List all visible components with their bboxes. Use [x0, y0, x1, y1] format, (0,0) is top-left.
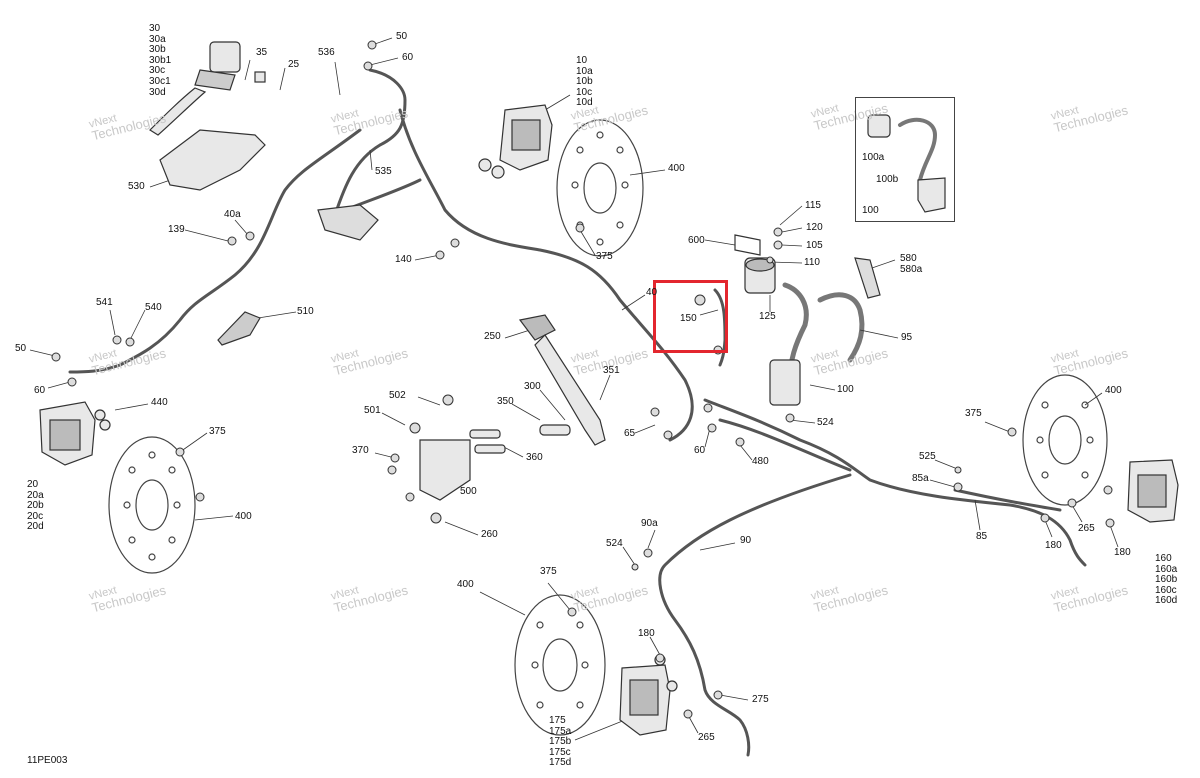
part-label-115: 115 — [805, 200, 821, 211]
part-label-375: 375 — [209, 426, 226, 437]
part-label-600: 600 — [688, 235, 705, 246]
part-label-100: 100 — [837, 384, 854, 395]
part-label-400: 400 — [235, 511, 252, 522]
bracket-510 — [217, 311, 261, 346]
footrest-500 — [419, 424, 571, 501]
part-label-480: 480 — [752, 456, 769, 467]
part-label-60: 60 — [34, 385, 46, 396]
part-label-501: 501 — [364, 405, 381, 416]
front-master-cylinder — [149, 41, 266, 136]
part-label-375: 375 — [965, 408, 982, 419]
part-label-180: 180 — [1045, 540, 1062, 551]
part-label-400: 400 — [1105, 385, 1122, 396]
part-label-541: 541 — [96, 297, 113, 308]
caliper-rear-left — [619, 654, 678, 736]
brake-disc-rear-left — [514, 594, 606, 736]
part-label-10: 10 10a 10b 10c 10d — [576, 55, 593, 109]
part-label-100a: 100a — [862, 152, 885, 163]
bracket-535 — [317, 204, 379, 241]
part-label-100b: 100b — [876, 174, 899, 185]
part-label-85: 85 — [976, 531, 988, 542]
part-label-120: 120 — [806, 222, 823, 233]
brake-disc-rear-right — [1022, 374, 1108, 506]
part-label-524: 524 — [606, 538, 623, 549]
part-label-30: 30 30a 30b 30b1 30c 30c1 30d — [149, 23, 172, 98]
part-label-90a: 90a — [641, 518, 658, 529]
part-label-90: 90 — [740, 535, 752, 546]
part-label-95: 95 — [901, 332, 913, 343]
part-label-110: 110 — [804, 257, 820, 268]
part-label-535: 535 — [375, 166, 392, 177]
part-label-440: 440 — [151, 397, 168, 408]
part-label-375: 375 — [540, 566, 557, 577]
brake-disc-front-right — [556, 119, 644, 257]
part-label-35: 35 — [256, 47, 268, 58]
part-label-139: 139 — [168, 224, 185, 235]
part-label-150: 150 — [680, 313, 697, 324]
part-label-536: 536 — [318, 47, 335, 58]
part-label-525: 525 — [919, 451, 936, 462]
part-label-175: 175 175a 175b 175c 175d — [549, 715, 572, 769]
part-label-540: 540 — [145, 302, 162, 313]
part-label-60: 60 — [402, 52, 414, 63]
part-label-160: 160 160a 160b 160c 160d — [1155, 553, 1178, 607]
caliper-front-left — [39, 401, 111, 466]
part-label-510: 510 — [297, 306, 314, 317]
part-label-140: 140 — [395, 254, 412, 265]
part-label-40a: 40a — [224, 209, 241, 220]
part-label-65: 65 — [624, 428, 636, 439]
part-label-40: 40 — [646, 287, 658, 298]
part-label-580: 580 580a — [900, 253, 923, 275]
fittings — [51, 40, 1115, 719]
part-label-250: 250 — [484, 331, 501, 342]
part-label-105: 105 — [806, 240, 823, 251]
part-label-375: 375 — [596, 251, 613, 262]
highlight-box-150 — [653, 280, 728, 353]
part-label-370: 370 — [352, 445, 369, 456]
part-label-524: 524 — [817, 417, 834, 428]
leader-lines — [29, 37, 1119, 741]
part-label-100: 100 — [862, 205, 879, 216]
part-label-50: 50 — [15, 343, 27, 354]
diagram-code: 11PE003 — [27, 755, 68, 766]
part-label-265: 265 — [1078, 523, 1095, 534]
part-label-60: 60 — [694, 445, 706, 456]
brake-disc-front-left — [108, 436, 196, 574]
inset-reservoir — [867, 114, 946, 213]
part-label-125: 125 — [759, 311, 776, 322]
part-label-265: 265 — [698, 732, 715, 743]
part-label-20: 20 20a 20b 20c 20d — [27, 479, 44, 533]
rear-master-cylinder — [734, 234, 881, 406]
part-label-300: 300 — [524, 381, 541, 392]
part-label-275: 275 — [752, 694, 769, 705]
part-label-350: 350 — [497, 396, 514, 407]
part-label-400: 400 — [457, 579, 474, 590]
rear-brake-pedal — [518, 314, 606, 446]
caliper-rear-right — [1127, 459, 1179, 523]
part-label-502: 502 — [389, 390, 406, 401]
inset-box — [855, 97, 955, 222]
part-label-50: 50 — [396, 31, 408, 42]
part-label-351: 351 — [603, 365, 620, 376]
part-label-180: 180 — [638, 628, 655, 639]
part-label-360: 360 — [526, 452, 543, 463]
part-label-500: 500 — [460, 486, 477, 497]
part-label-530: 530 — [128, 181, 145, 192]
bracket-530 — [159, 129, 266, 191]
part-label-85a: 85a — [912, 473, 929, 484]
caliper-front-right — [478, 104, 553, 179]
part-label-260: 260 — [481, 529, 498, 540]
part-label-180: 180 — [1114, 547, 1131, 558]
part-label-25: 25 — [288, 59, 300, 70]
part-label-400: 400 — [668, 163, 685, 174]
